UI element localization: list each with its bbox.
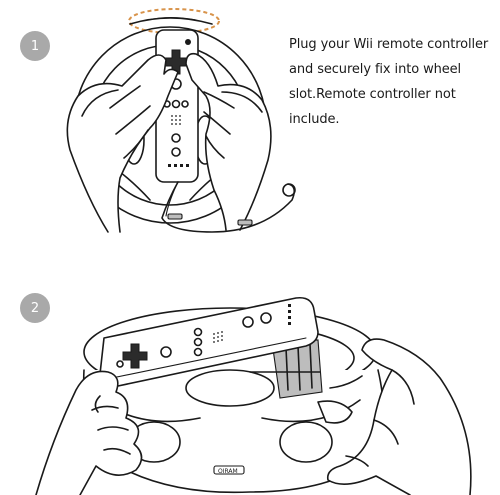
step-1-instruction: Plug your Wii remote controller and secu… (289, 37, 489, 127)
step-1-badge: 1 (20, 31, 50, 61)
hands-holding-wheel-with-remote-icon (66, 8, 296, 233)
step-2-badge: 2 (20, 293, 50, 323)
remote-inserted-into-wheel-icon: OIRAM (35, 296, 472, 495)
svg-text:OIRAM: OIRAM (218, 468, 238, 475)
